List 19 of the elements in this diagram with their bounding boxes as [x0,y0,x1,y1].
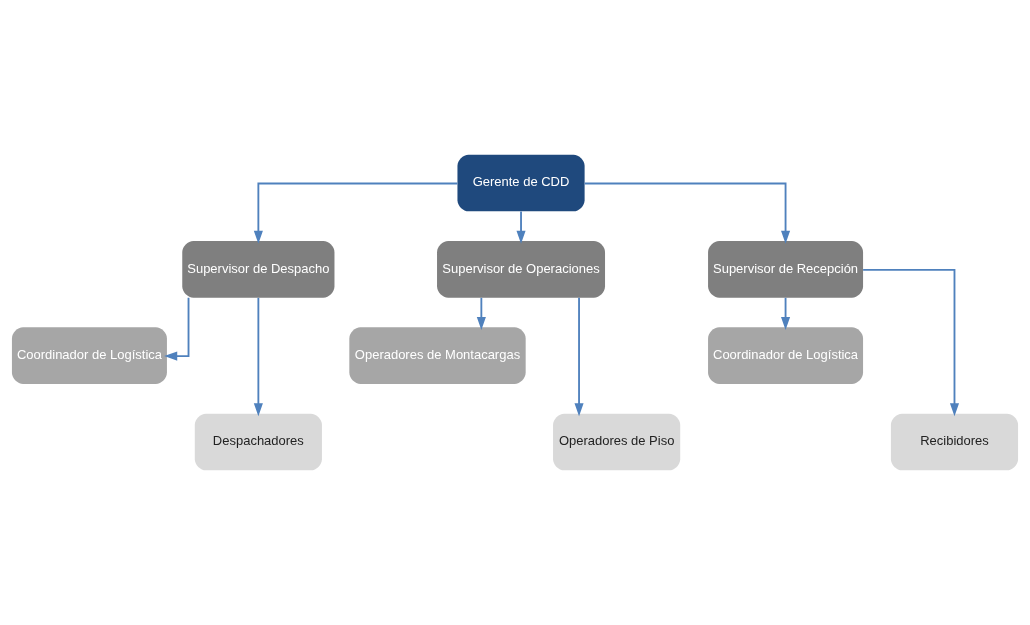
arrow [862,268,960,417]
arrow [583,182,791,244]
arrow [516,210,526,244]
arrow [164,296,190,361]
arrow [253,182,459,244]
node-box: Operadores de Montacargas [349,327,526,384]
arrow [253,296,263,417]
node-box: Coordinador de Logística [11,327,167,384]
arrow [781,296,791,330]
arrow [574,296,584,417]
node-box: Supervisor de Despacho [182,241,335,298]
node-box: Supervisor de Recepción [708,241,864,298]
node-box: Gerente de CDD [457,154,585,212]
arrow [476,296,486,330]
node-box: Despachadores [194,413,322,471]
node-box: Operadores de Piso [553,413,681,471]
node-box: Supervisor de Operaciones [437,241,606,298]
node-box: Recibidores [890,413,1019,471]
node-box: Coordinador de Logística [708,327,864,384]
